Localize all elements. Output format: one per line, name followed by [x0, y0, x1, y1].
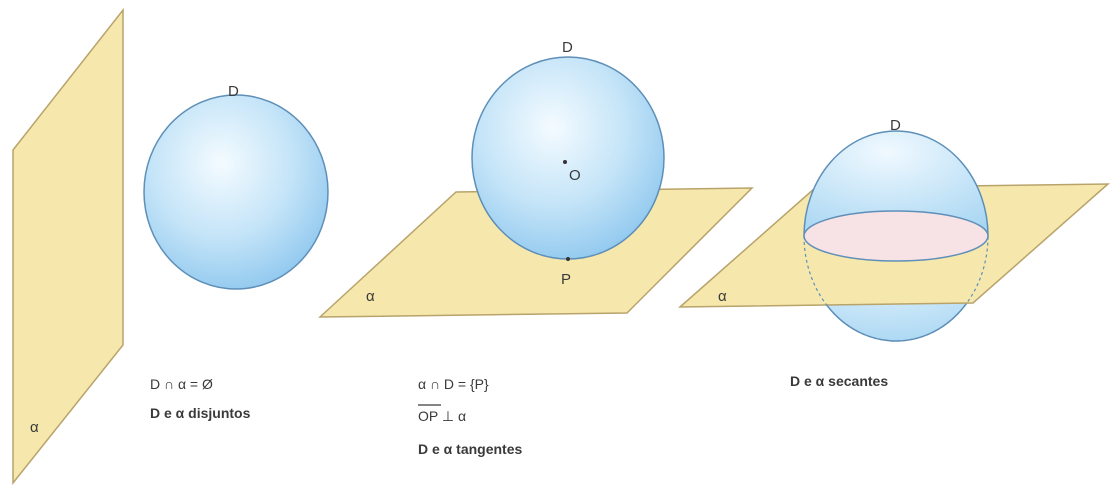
perp-alpha: ⊥ α	[438, 408, 466, 424]
plane-label-alpha: α	[366, 288, 375, 305]
vertical-plane	[12, 7, 124, 486]
plane-label-alpha: α	[718, 288, 727, 305]
caption-formula: α ∩ D = {P}	[418, 376, 489, 392]
segment-op: OP	[418, 408, 438, 424]
sphere-d	[471, 56, 665, 260]
plane-label-alpha: α	[30, 419, 39, 436]
center-point	[563, 160, 567, 164]
tangent-point	[566, 257, 570, 261]
sphere-hidden-outline	[803, 235, 989, 342]
caption-title: D e α tangentes	[418, 441, 523, 457]
sphere-upper-cap	[803, 130, 989, 237]
caption-formula: D ∩ α = Ø	[150, 376, 213, 392]
sphere-label-d: D	[562, 39, 573, 56]
sphere-d	[143, 94, 329, 290]
sphere-label-d: D	[890, 117, 901, 134]
caption-title: D e α disjuntos	[150, 405, 251, 421]
figure-disjoint: α D D ∩ α = Ø D e α disjuntos	[12, 7, 329, 486]
caption-perp: OP ⊥ α	[418, 408, 466, 424]
caption-title: D e α secantes	[790, 373, 888, 389]
figure-secant: α D D e α secantes	[677, 117, 1110, 389]
sphere-label-d: D	[228, 83, 239, 100]
center-label-o: O	[569, 167, 581, 184]
cross-section-circle	[803, 210, 989, 262]
figure-tangent: α D O P α ∩ D = {P} OP ⊥ α D e α tangent…	[318, 39, 754, 457]
tangent-point-label-p: P	[561, 271, 571, 288]
